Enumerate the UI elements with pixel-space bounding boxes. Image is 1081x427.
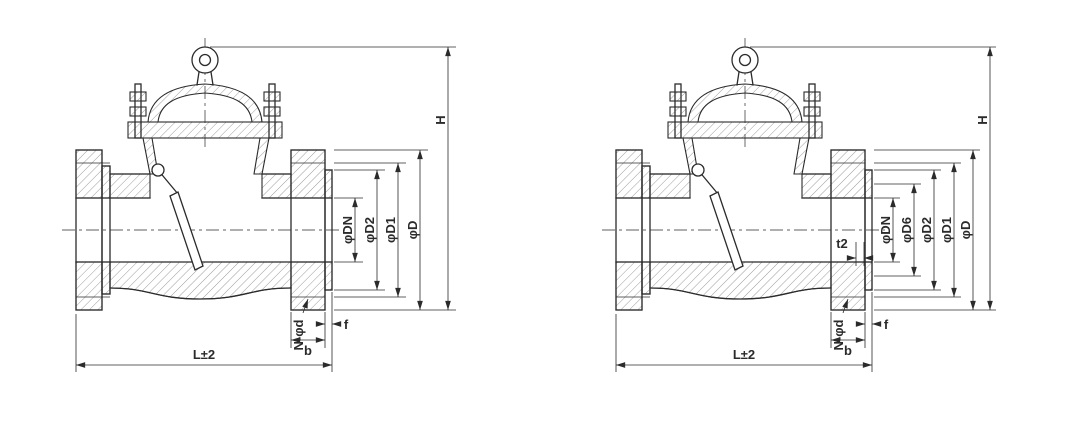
right-dim-label-phi-d1: φD1 <box>939 217 954 243</box>
bonnet <box>127 83 283 175</box>
left-dim-label-phi-d1: φD1 <box>383 217 398 243</box>
right-dim-label-b: b <box>844 343 852 358</box>
left-dim-label-phi-d: φD <box>405 221 420 240</box>
left-dim-label-length: L±2 <box>193 347 215 362</box>
lifting-eye-ring <box>191 46 219 86</box>
bonnet-bolt-right <box>263 83 281 139</box>
outlet-flange <box>290 149 333 311</box>
right-dim-label-phi-d: φD <box>958 221 973 240</box>
bonnet-bolt-left <box>129 83 147 139</box>
right-dim-label-t2: t2 <box>836 236 848 251</box>
left-dim-label-phi-dn: φDN <box>340 216 355 244</box>
right-dim-label-phi-d6: φD6 <box>899 217 914 243</box>
right-valve-dimensions: φDN φD6 φD2 φD1 φD H t2 N-φd b f L±2 <box>615 46 996 372</box>
right-valve-body <box>601 37 886 311</box>
right-dim-label-f: f <box>884 317 889 332</box>
left-valve-dimensions: φDN φD2 φD1 φD H N-φd b f L±2 <box>75 46 456 372</box>
right-dim-label-phi-dn: φDN <box>878 216 893 244</box>
left-dim-label-f: f <box>344 317 349 332</box>
left-valve-body <box>62 38 345 311</box>
left-dim-label-h: H <box>433 115 448 124</box>
right-dim-label-h: H <box>975 115 990 124</box>
valve-body-shell <box>75 173 333 300</box>
right-dim-label-length: L±2 <box>733 347 755 362</box>
swing-disc <box>151 163 204 271</box>
left-dim-label-b: b <box>304 343 312 358</box>
left-dim-label-phi-d2: φD2 <box>362 217 377 243</box>
right-dim-label-phi-d2: φD2 <box>919 217 934 243</box>
